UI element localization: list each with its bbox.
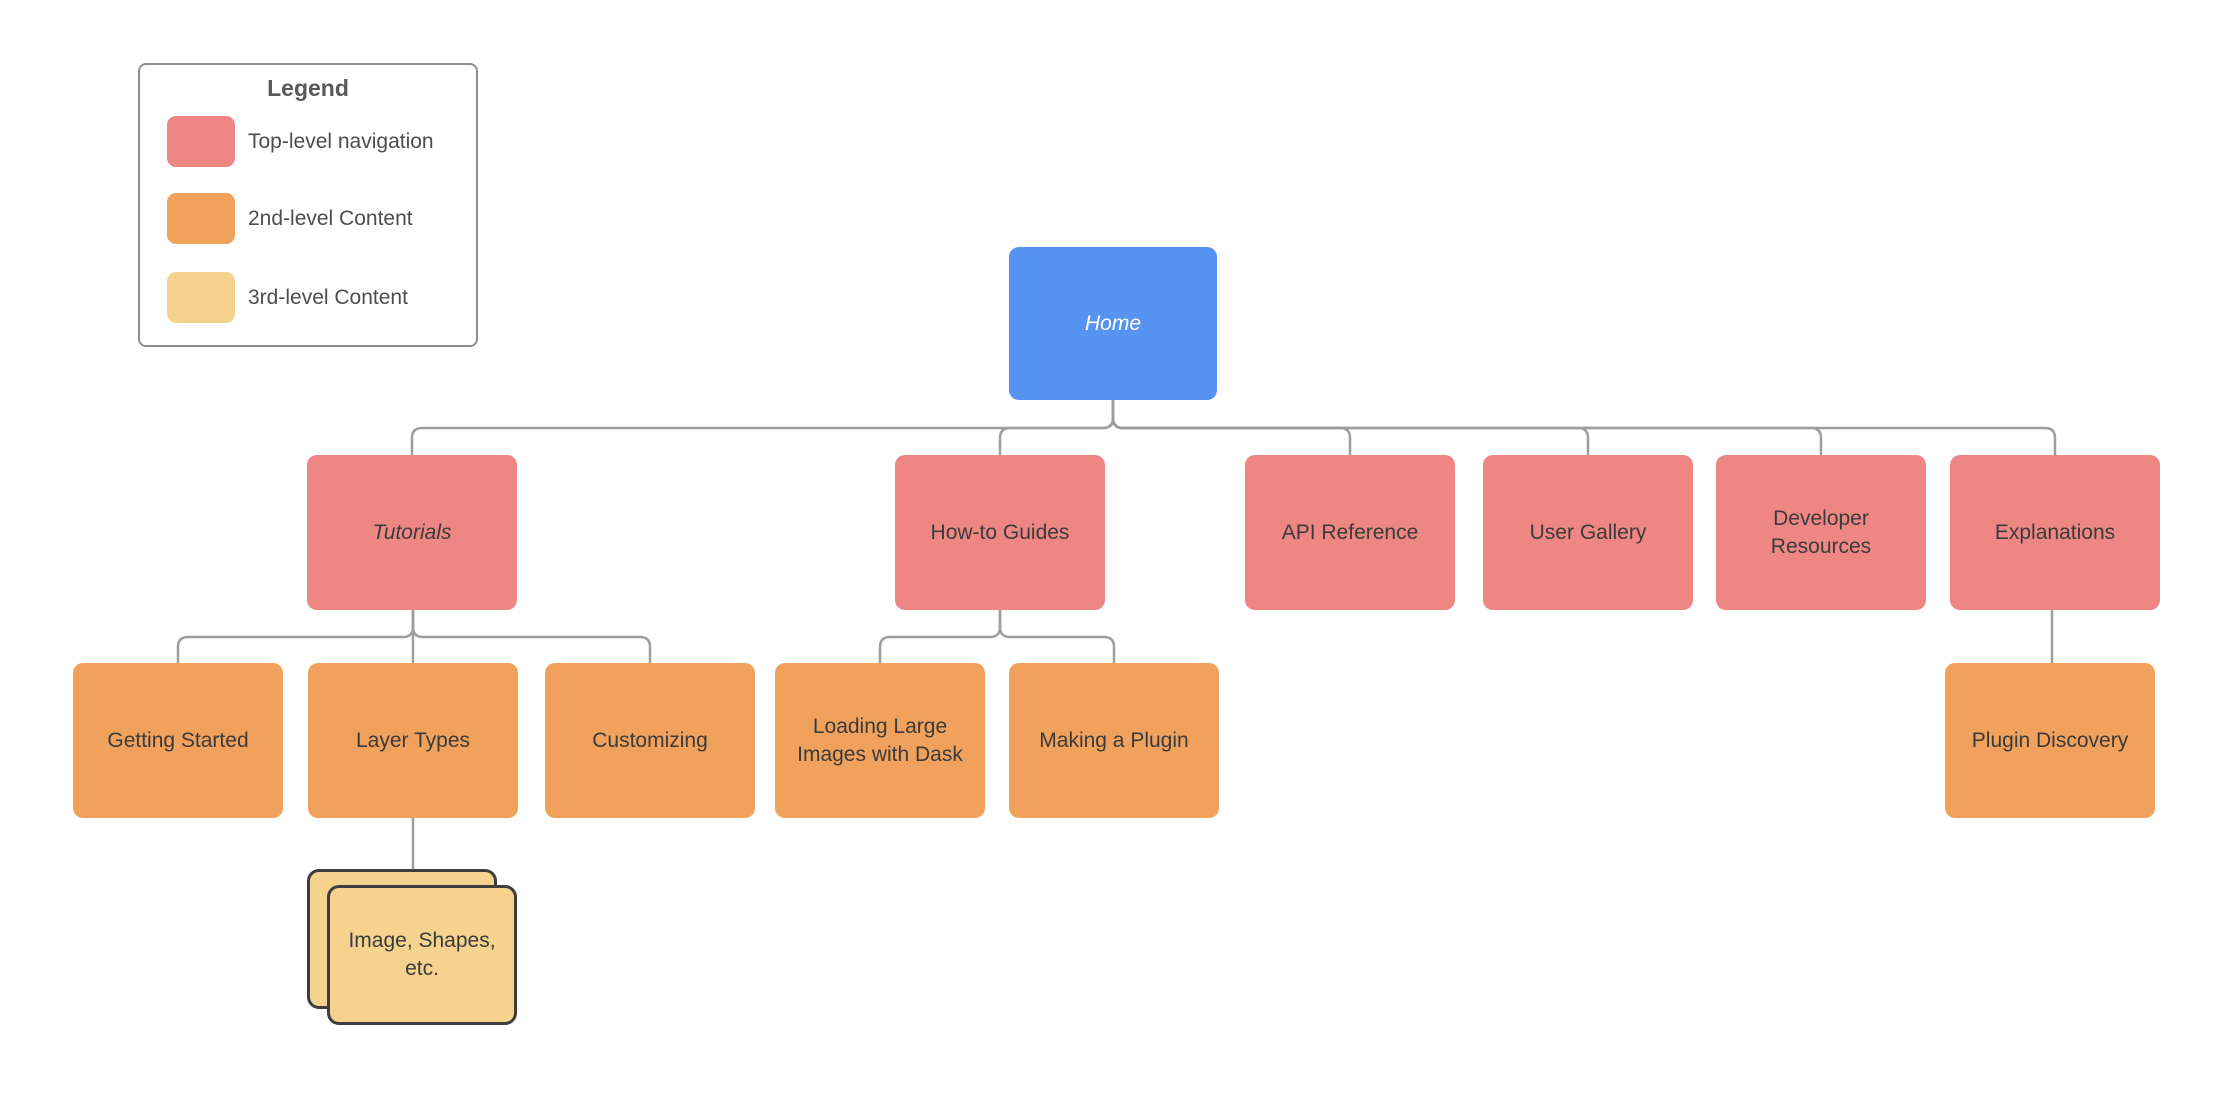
node-image-shapes-etc[interactable]: Image, Shapes, etc. — [327, 885, 517, 1025]
edge-tutorials-getting-started — [176, 610, 415, 663]
legend-item-3rd-level: 3rd-level Content — [167, 272, 408, 323]
node-api-reference[interactable]: API Reference — [1245, 455, 1455, 610]
node-plugin-discovery[interactable]: Plugin Discovery — [1945, 663, 2155, 818]
node-tutorials[interactable]: Tutorials — [307, 455, 517, 610]
legend-swatch-2nd-level — [167, 193, 235, 244]
edge-tutorials-customizing — [411, 610, 652, 663]
legend-label: 3rd-level Content — [248, 285, 408, 309]
node-home[interactable]: Home — [1009, 247, 1217, 400]
legend-label: Top-level navigation — [248, 129, 434, 153]
edge-howto-making-plugin — [998, 610, 1116, 663]
legend-title: Legend — [267, 75, 349, 101]
node-layer-types[interactable]: Layer Types — [308, 663, 518, 818]
node-customizing[interactable]: Customizing — [545, 663, 755, 818]
legend-item-top-level: Top-level navigation — [167, 116, 434, 167]
node-developer-resources[interactable]: Developer Resources — [1716, 455, 1926, 610]
legend: Legend Top-level navigation 2nd-level Co… — [138, 63, 478, 347]
legend-label: 2nd-level Content — [248, 206, 413, 230]
node-user-gallery[interactable]: User Gallery — [1483, 455, 1693, 610]
node-loading-large-images-with-dask[interactable]: Loading Large Images with Dask — [775, 663, 985, 818]
legend-swatch-3rd-level — [167, 272, 235, 323]
edge-home-explanations — [1111, 400, 2057, 455]
edge-howto-loading-dask — [878, 610, 1002, 663]
node-explanations[interactable]: Explanations — [1950, 455, 2160, 610]
legend-item-2nd-level: 2nd-level Content — [167, 193, 413, 244]
node-getting-started[interactable]: Getting Started — [73, 663, 283, 818]
node-making-a-plugin[interactable]: Making a Plugin — [1009, 663, 1219, 818]
node-how-to-guides[interactable]: How-to Guides — [895, 455, 1105, 610]
edge-home-how-to-guides — [998, 400, 1115, 455]
legend-swatch-top-level — [167, 116, 235, 167]
